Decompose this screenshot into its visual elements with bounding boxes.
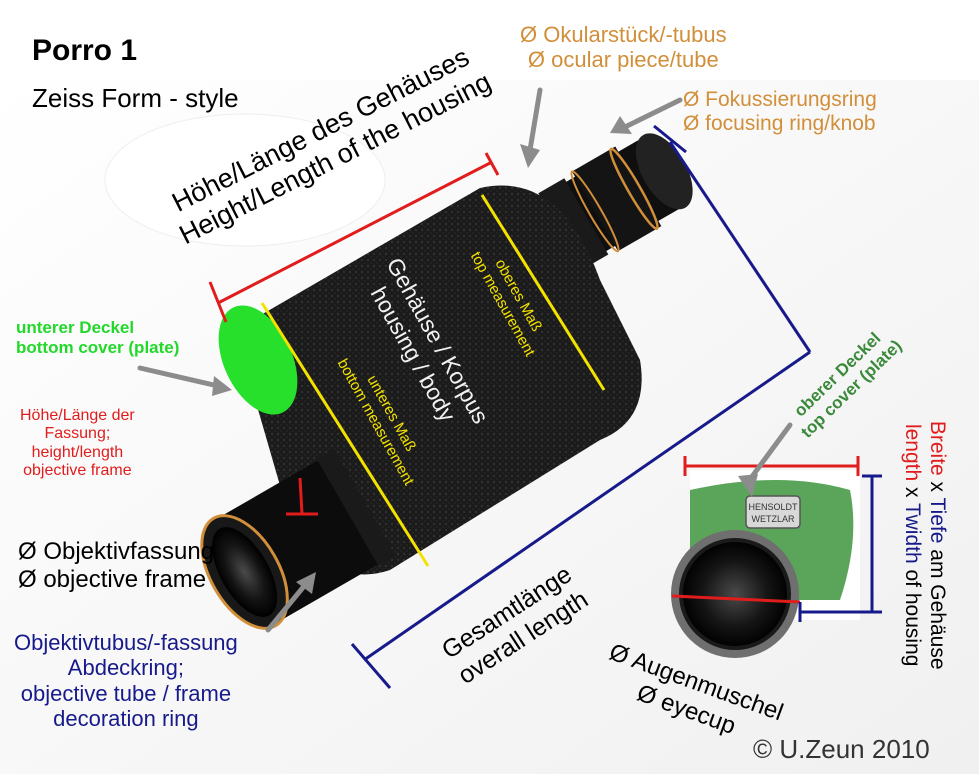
page-title: Porro 1	[32, 34, 138, 67]
bottom-cover-plate	[218, 305, 298, 415]
bottom-measurement-line	[260, 302, 430, 567]
arrow-focus	[622, 97, 683, 130]
top-measurement-line	[480, 194, 606, 391]
housing-length-line	[217, 160, 493, 305]
objective-tube	[200, 448, 396, 630]
label-width-depth: Breite x Tiefe am Gehäuse length x Twidt…	[900, 360, 950, 730]
label-objective-frame: Ø Objektivfassung Ø objective frame	[18, 538, 214, 593]
label-width-line2: length x Twidth of housing	[900, 360, 925, 730]
label-bottom-cover-en: bottom cover (plate)	[16, 337, 180, 357]
label-ocular-en: Ø ocular piece/tube	[527, 47, 719, 73]
overall-length-tick-top	[653, 124, 687, 154]
background-highlight	[104, 113, 386, 247]
label-objective-frame-height: Höhe/Länge der Fassung; height/length ob…	[20, 407, 135, 481]
arrow-bottom-cover	[137, 365, 221, 389]
label-frame-height-line3: height/length	[31, 443, 124, 461]
overall-length-line	[363, 350, 811, 662]
copyright-notice: © U.Zeun 2010	[753, 734, 930, 764]
label-objective-en: Ø objective frame	[18, 565, 207, 593]
page-subtitle: Zeiss Form - style	[32, 83, 239, 113]
label-focusing-ring: Ø Fokussierungsring Ø focusing ring/knob	[683, 88, 877, 136]
hensoldt-badge-line2: WETZLAR	[751, 514, 795, 524]
label-width-x1: x	[926, 475, 950, 498]
pointer-arrows	[137, 87, 793, 633]
label-objective-tube: Objektivtubus/-fassung Abdeckring; objec…	[14, 630, 238, 731]
label-objtube-line1: Objektivtubus/-fassung	[14, 630, 238, 655]
label-ocular-piece: Ø Okularstück/-tubus Ø ocular piece/tube	[520, 22, 727, 73]
binocular	[200, 133, 693, 630]
label-width-length: length	[901, 423, 924, 482]
label-bottom-cover: unterer Deckel bottom cover (plate)	[16, 318, 179, 357]
label-bottom-cover-de: unterer Deckel	[16, 318, 135, 337]
label-focus-en: Ø focusing ring/knob	[683, 112, 876, 136]
label-width-line1: Breite x Tiefe am Gehäuse	[925, 360, 950, 730]
label-objtube-line4: decoration ring	[53, 705, 199, 731]
arrow-objtube	[265, 582, 308, 633]
housing-length-tick-left	[208, 281, 228, 323]
label-frame-height-line2: Fassung;	[44, 425, 111, 443]
hensoldt-badge-line1: HENSOLDT	[748, 502, 798, 512]
eyecup-lens	[679, 538, 791, 650]
top-cover-inset	[671, 456, 882, 658]
label-width-of-housing: of housing	[901, 563, 924, 667]
label-width-breite: Breite	[926, 420, 950, 476]
overall-length-vertical	[668, 141, 812, 353]
arrow-ocular	[527, 87, 543, 153]
overall-length-tick-left	[350, 643, 392, 689]
arrow-top-cover	[745, 422, 793, 485]
label-frame-height-line4: objective frame	[23, 462, 132, 480]
label-focus-de: Ø Fokussierungsring	[683, 88, 877, 111]
label-width-tiefe: Tiefe	[926, 497, 950, 544]
label-width-twidth: Twidth	[901, 502, 924, 564]
label-width-x2: x	[901, 481, 924, 503]
label-objective-de: Ø Objektivfassung	[18, 538, 215, 565]
eyecup-diameter-line	[671, 594, 801, 604]
label-ocular-de: Ø Okularstück/-tubus	[520, 22, 727, 47]
label-objtube-line3: objective tube / frame	[20, 680, 232, 706]
housing-length-tick-right	[484, 152, 500, 176]
label-objtube-line2: Abdeckring;	[67, 655, 184, 681]
label-frame-height-line1: Höhe/Länge der	[20, 407, 135, 424]
hensoldt-badge	[745, 495, 801, 529]
objective-frame-height-line	[298, 477, 304, 515]
label-width-am-gehaeuse: am Gehäuse	[926, 543, 950, 670]
